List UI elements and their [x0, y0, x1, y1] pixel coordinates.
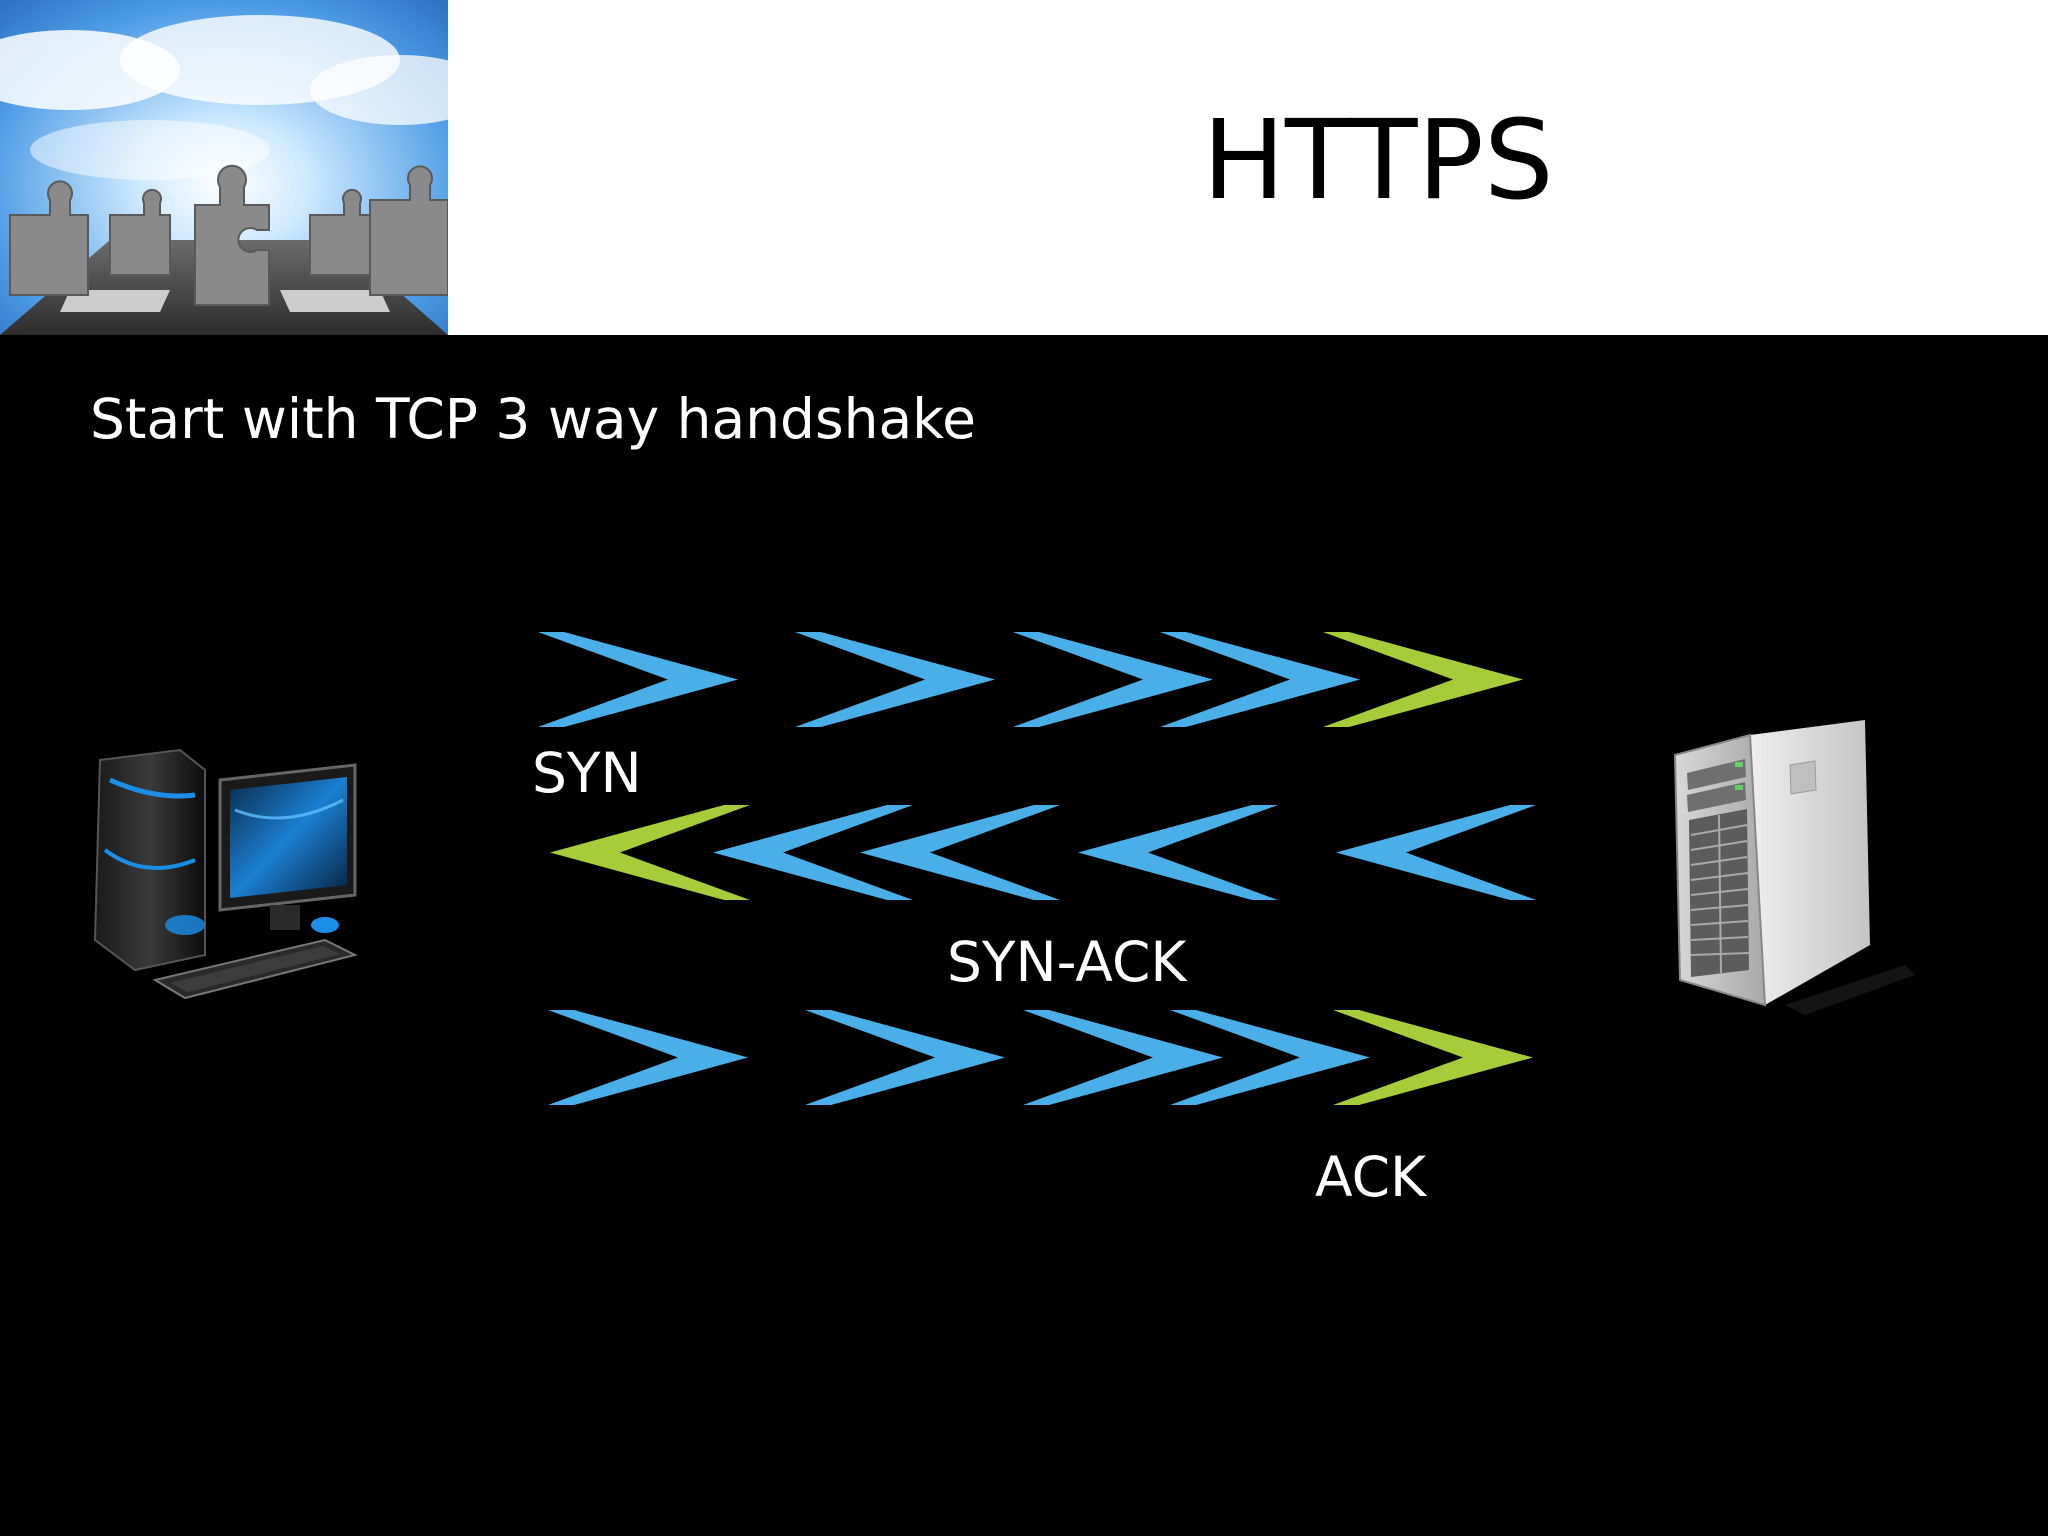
- syn-ack-label: SYN-ACK: [947, 930, 1187, 994]
- slide-header: HTTPS: [0, 0, 2048, 335]
- slide-title: HTTPS: [1202, 96, 1554, 224]
- ack-arrow-row: [548, 1010, 1533, 1105]
- chevron-left-icon: [1078, 805, 1278, 900]
- ack-label: ACK: [1315, 1145, 1427, 1209]
- desktop-computer-icon: [93, 748, 358, 1000]
- chevron-left-icon: [1336, 805, 1536, 900]
- synack-arrow-row: [550, 805, 1536, 900]
- chevron-right-icon: [805, 1010, 1005, 1105]
- puzzle-meeting-image: [0, 0, 448, 335]
- chevron-left-icon: [713, 805, 913, 900]
- chevron-right-icon: [1323, 632, 1523, 727]
- chevron-right-icon: [1170, 1010, 1370, 1105]
- chevron-right-icon: [1333, 1010, 1533, 1105]
- chevron-right-icon: [795, 632, 995, 727]
- chevron-right-icon: [1023, 1010, 1223, 1105]
- server-tower-icon: [1673, 720, 1915, 1015]
- chevron-left-icon: [550, 805, 750, 900]
- syn-arrow-row: [538, 632, 1523, 727]
- chevron-left-icon: [860, 805, 1060, 900]
- chevron-right-icon: [1160, 632, 1360, 727]
- slide-subtitle: Start with TCP 3 way handshake: [90, 387, 976, 451]
- chevron-right-icon: [1013, 632, 1213, 727]
- syn-label: SYN: [532, 741, 642, 805]
- chevron-right-icon: [548, 1010, 748, 1105]
- chevron-right-icon: [538, 632, 738, 727]
